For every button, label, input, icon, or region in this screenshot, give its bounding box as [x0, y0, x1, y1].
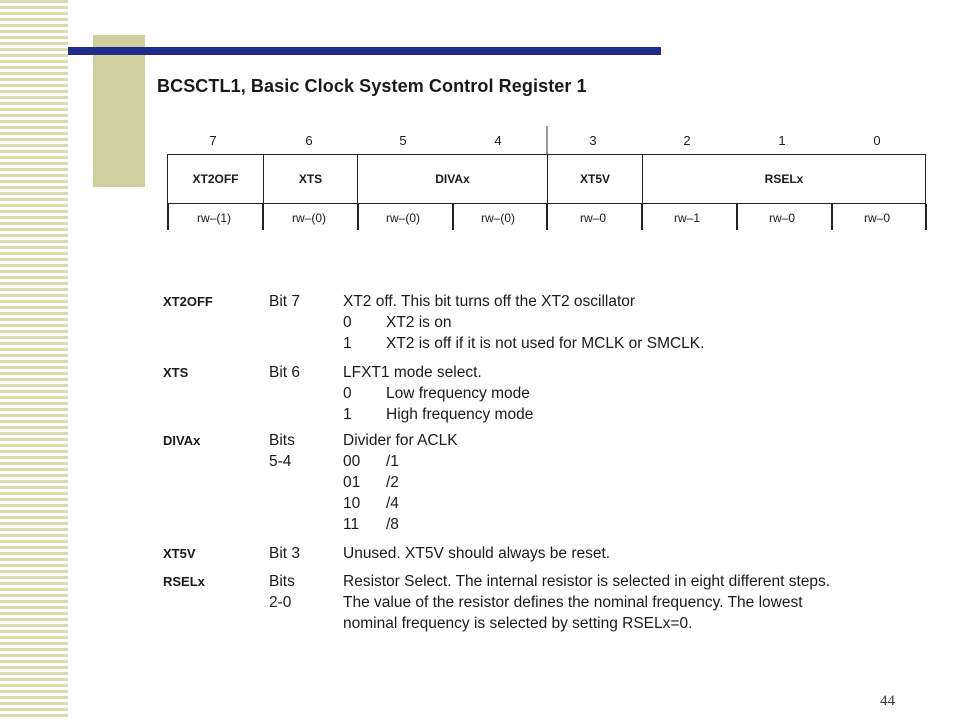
access-label: rw–0	[579, 211, 606, 225]
bit-position: Bits 5-4	[269, 432, 295, 470]
field-name: XTS	[163, 365, 189, 380]
bit-number: 7	[209, 133, 217, 148]
field-description: Divider for ACLK 00/1 01/2 10/4 11/8	[343, 432, 458, 533]
bit-tick	[831, 204, 833, 230]
bit-number: 1	[778, 133, 786, 148]
field-name: RSELx	[163, 574, 205, 589]
field-xt5v: XT5V	[548, 155, 643, 203]
access-label: rw–(1)	[196, 211, 231, 225]
field-name: XT5V	[163, 546, 196, 561]
bit-tick	[546, 204, 548, 230]
bit-position: Bit 7	[269, 293, 301, 310]
decorative-olive-block	[93, 35, 145, 187]
field-divax: DIVAx	[358, 155, 548, 203]
field-xt2off: XT2OFF	[168, 155, 264, 203]
bit-tick	[452, 204, 454, 230]
bit-number: 0	[873, 133, 881, 148]
bit-tick	[357, 204, 359, 230]
bit-number: 6	[305, 133, 313, 148]
bit-number: 2	[683, 133, 691, 148]
bit-tick	[925, 204, 927, 230]
bit-tick	[641, 204, 643, 230]
decorative-title-bar	[68, 47, 661, 55]
field-description: Resistor Select. The internal resistor i…	[343, 573, 831, 632]
bit-number: 3	[589, 133, 597, 148]
field-rselx: RSELx	[764, 172, 804, 186]
decorative-striped-band	[0, 0, 68, 720]
register-diagram: XT2OFF XTS DIVAx XT5V RSELx	[167, 154, 926, 204]
bit-number: 5	[399, 133, 407, 148]
access-label: rw–(0)	[291, 211, 326, 225]
access-label: rw–0	[863, 211, 890, 225]
field-description: Unused. XT5V should always be reset.	[343, 545, 611, 562]
bit-position: Bit 6	[269, 364, 301, 381]
access-label: rw–(0)	[480, 211, 515, 225]
page-number: 44	[880, 693, 895, 709]
bit-position: Bits 2-0	[269, 573, 295, 611]
bit-tick	[262, 204, 264, 230]
field-xts: XTS	[264, 155, 358, 203]
bit-number: 4	[494, 133, 502, 148]
byte-divider	[546, 126, 548, 154]
field-description: XT2 off. This bit turns off the XT2 osci…	[343, 293, 705, 352]
field-name: DIVAx	[163, 433, 201, 448]
bit-tick	[167, 204, 169, 230]
field-name: XT2OFF	[163, 294, 213, 309]
access-label: rw–1	[673, 211, 700, 225]
bit-tick	[736, 204, 738, 230]
bit-position: Bit 3	[269, 545, 301, 562]
register-title: BCSCTL1, Basic Clock System Control Regi…	[157, 76, 587, 96]
access-label: rw–(0)	[385, 211, 420, 225]
access-label: rw–0	[768, 211, 795, 225]
